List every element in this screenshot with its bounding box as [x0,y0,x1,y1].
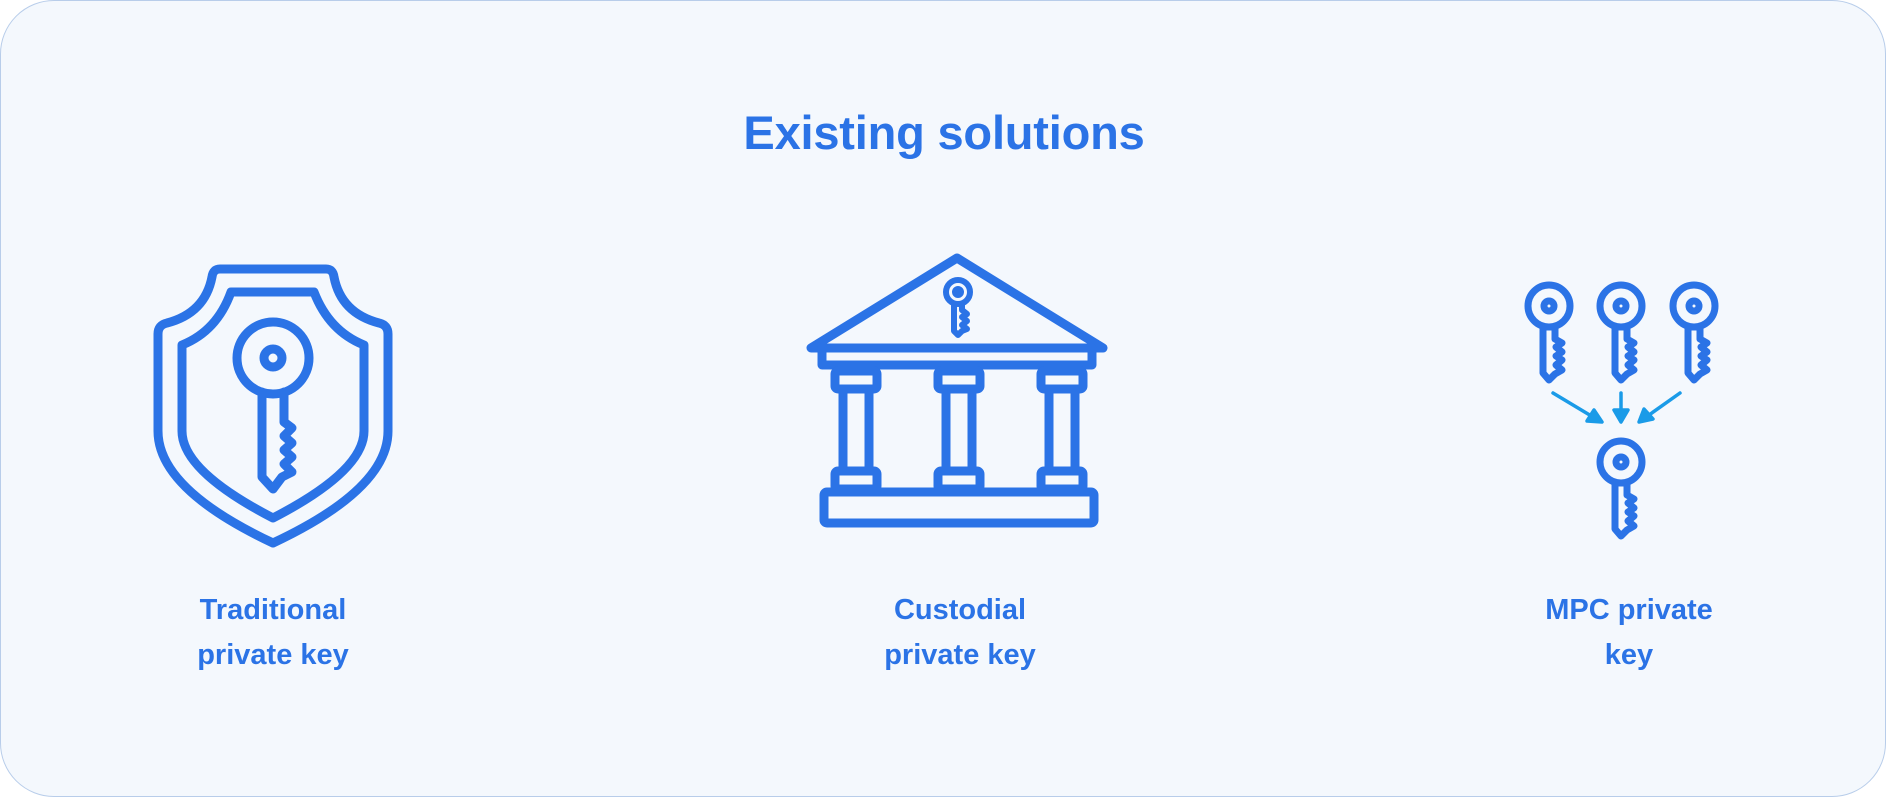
label-line: private key [884,639,1036,671]
label-line: private key [197,639,349,671]
shield-key-icon [151,263,401,553]
page-title: Existing solutions [743,106,1145,159]
label-line: MPC private [1545,594,1713,626]
mpc-private-key-label: MPC private key [1469,588,1789,678]
traditional-private-key-label: Traditional private key [113,588,433,678]
label-line: Traditional [199,594,347,626]
custodial-private-key-label: Custodial private key [800,588,1120,678]
mpc-keys-icon [1521,279,1727,541]
bank-key-icon [804,251,1110,531]
label-line: key [1604,639,1654,671]
label-line: Custodial [893,594,1027,626]
